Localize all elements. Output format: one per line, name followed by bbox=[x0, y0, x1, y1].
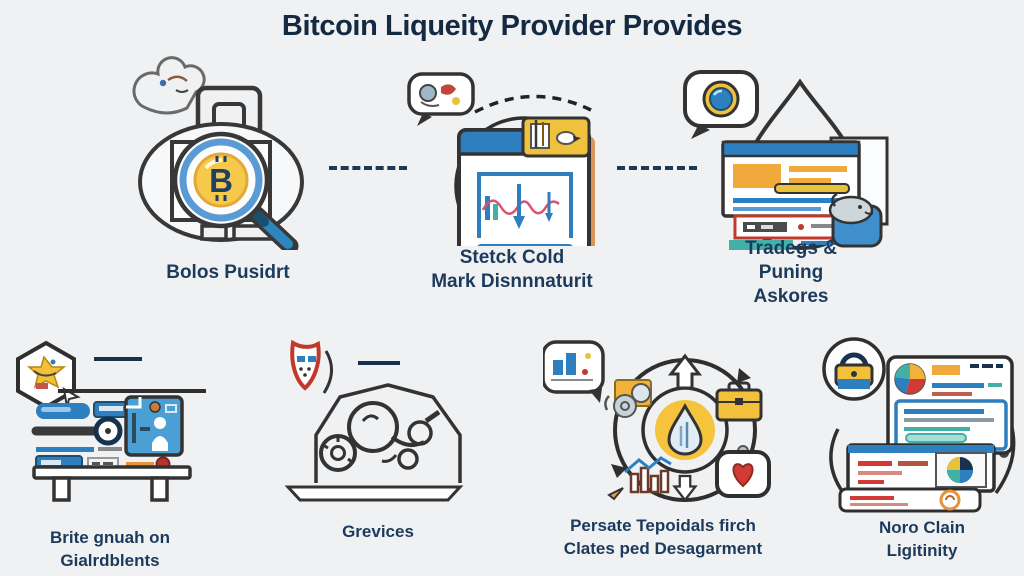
control-panel-workbench-icon bbox=[8, 335, 216, 503]
briefcase-bitcoin-search-icon: B bbox=[118, 42, 323, 250]
pie-chart-small-icon bbox=[947, 457, 973, 483]
label-persate: Persate Tepoidals firch Clates ped Desag… bbox=[563, 516, 763, 558]
cycle-arrowhead bbox=[611, 464, 627, 478]
shield-badge-icon bbox=[290, 339, 333, 394]
documents-report-icon bbox=[798, 333, 1022, 513]
heart-card-icon bbox=[715, 445, 771, 498]
bench-icon bbox=[32, 465, 192, 502]
folder-gears-icon bbox=[604, 379, 652, 418]
label-stetck-cold: Stetck Cold Mark Disnnnaturit bbox=[431, 247, 593, 292]
teal-block bbox=[729, 240, 793, 250]
dome-gears-icon bbox=[268, 335, 480, 505]
label-bolos-pusidrt: Bolos Pusidrt bbox=[166, 262, 290, 283]
dashed-arc bbox=[474, 94, 592, 114]
cloud-doodle-icon bbox=[132, 56, 206, 115]
stamp-icon bbox=[939, 489, 961, 511]
label-noro-clain: Noro Clain Ligitinity bbox=[879, 518, 965, 560]
globe-speech-bubble-icon bbox=[683, 70, 759, 139]
label-tradegs: Tradegs & Puning Askores bbox=[745, 238, 837, 307]
tray-icon bbox=[284, 485, 464, 502]
front-window bbox=[721, 140, 861, 218]
navy-dash bbox=[94, 357, 142, 361]
pie-chart-icon bbox=[894, 363, 926, 395]
chart-window-icon bbox=[403, 68, 621, 246]
yellow-pill bbox=[774, 183, 850, 194]
page-title: Bitcoin Liqueity Provider Provides bbox=[281, 10, 743, 42]
screen-icon bbox=[124, 395, 184, 457]
up-arrow-icon bbox=[667, 353, 703, 390]
left-arc bbox=[829, 428, 844, 492]
speech-bubble-icon bbox=[407, 72, 475, 126]
briefcase-small-icon bbox=[715, 381, 763, 422]
dashed-connector-left bbox=[329, 166, 407, 170]
label-brite-gnuah: Brite gnuah on Gialrdblents bbox=[50, 528, 170, 570]
cursor-icon bbox=[62, 387, 81, 408]
padlock-badge-icon bbox=[822, 337, 886, 401]
pencil-icon bbox=[607, 487, 624, 501]
summary-page bbox=[846, 443, 996, 493]
gears-doodle bbox=[319, 401, 441, 472]
down-arrow-icon bbox=[513, 216, 525, 229]
price-tag-icon bbox=[521, 116, 591, 158]
navy-dash bbox=[358, 361, 400, 365]
receipt-card bbox=[838, 487, 982, 513]
hexagon-badge-icon bbox=[16, 340, 81, 410]
chart-speech-bubble-icon bbox=[543, 340, 605, 403]
droplet-icon bbox=[667, 402, 703, 456]
price-line bbox=[481, 199, 560, 215]
chart-frame bbox=[477, 172, 573, 246]
dome-outline bbox=[314, 383, 462, 483]
report-page bbox=[886, 355, 1014, 455]
bar-chart-icon bbox=[607, 456, 672, 501]
magnifier-icon: B bbox=[172, 131, 299, 250]
svg-text:B: B bbox=[209, 162, 233, 199]
down-arrow-icon bbox=[672, 474, 698, 502]
label-grevices: Grevices bbox=[342, 522, 414, 541]
dashed-connector-right bbox=[617, 166, 697, 170]
hamster-phone-icon bbox=[828, 192, 883, 248]
cycle-diagram-icon bbox=[543, 328, 787, 512]
stacked-browser-windows-icon bbox=[683, 60, 911, 250]
cycle-arrowhead bbox=[737, 368, 751, 383]
